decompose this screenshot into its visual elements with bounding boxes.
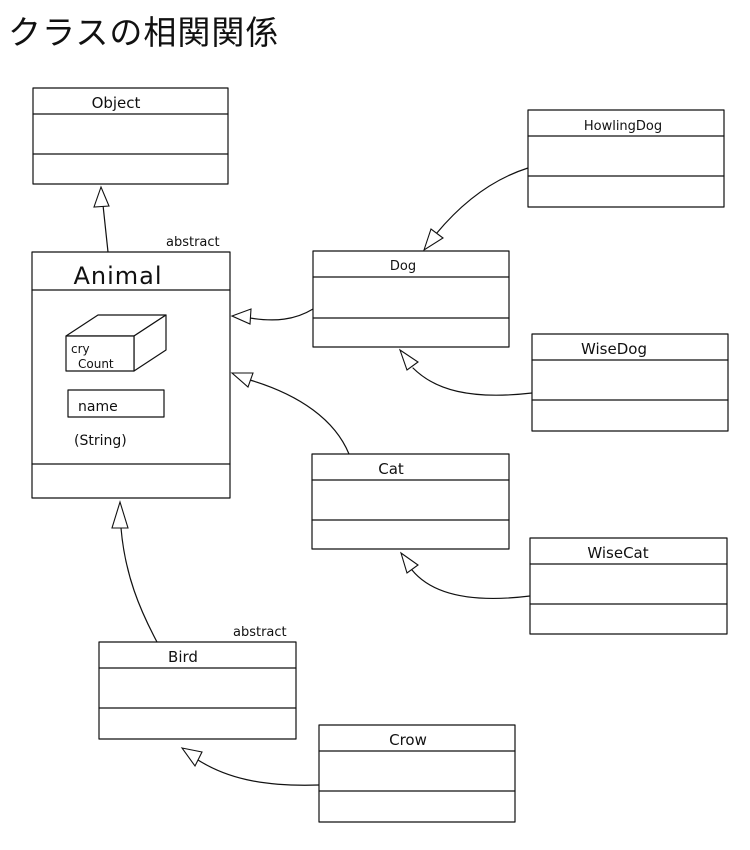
class-name-wise-cat: WiseCat [587, 544, 648, 562]
field-cry-count-line1: cry [71, 342, 90, 356]
stereotype-animal: abstract [166, 235, 220, 250]
arrow-howlingdog-to-dog [422, 167, 529, 252]
arrow-cat-to-animal [230, 372, 350, 455]
class-cat: Cat [311, 453, 510, 550]
class-animal: abstract Animal cry Count name (String) [31, 235, 231, 499]
class-crow: Crow [318, 724, 516, 823]
class-name-object: Object [92, 94, 141, 112]
class-name-bird: Bird [168, 648, 198, 666]
field-name-type: (String) [74, 433, 127, 449]
class-name-crow: Crow [389, 731, 427, 749]
class-name-animal: Animal [73, 262, 162, 290]
stereotype-bird: abstract [233, 625, 287, 640]
diagram-title: クラスの相関関係 [8, 13, 279, 52]
field-cry-count-line2: Count [78, 357, 114, 371]
arrow-bird-to-animal [111, 500, 158, 643]
class-name-wise-dog: WiseDog [581, 340, 647, 358]
class-wise-cat: WiseCat [529, 537, 728, 635]
class-name-dog: Dog [390, 259, 416, 274]
field-cry-count: cry Count [65, 314, 167, 372]
class-howling-dog: HowlingDog [527, 109, 725, 208]
arrow-dog-to-animal [230, 308, 314, 325]
arrow-crow-to-bird [180, 747, 320, 786]
arrow-animal-to-object [93, 185, 110, 253]
field-name-label: name [78, 399, 118, 415]
class-name-cat: Cat [378, 460, 404, 478]
class-dog: Dog [312, 250, 510, 348]
class-name-howling-dog: HowlingDog [584, 119, 662, 134]
class-object: Object [32, 87, 229, 185]
field-name: name (String) [67, 389, 165, 449]
class-wise-dog: WiseDog [531, 333, 729, 432]
arrow-wisedog-to-dog [398, 348, 533, 396]
class-bird: abstract Bird [98, 625, 297, 740]
arrow-wisecat-to-cat [400, 551, 531, 600]
